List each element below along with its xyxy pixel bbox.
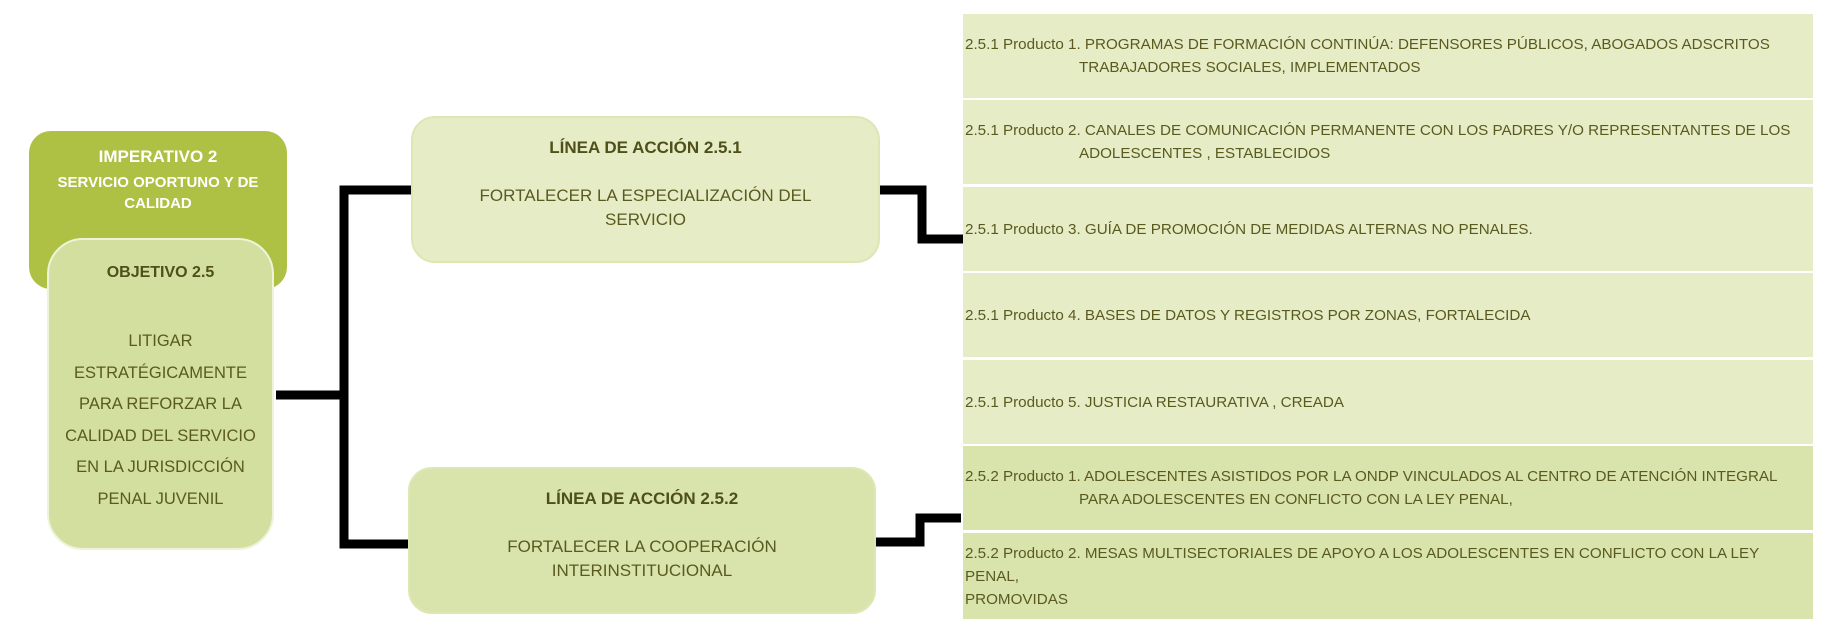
product-2-5-1-3: 2.5.1 Producto 3. GUÍA DE PROMOCIÓN DE M… bbox=[963, 187, 1813, 271]
linea-title: LÍNEA DE ACCIÓN 2.5.1 bbox=[549, 138, 742, 157]
product-line1: 2.5.1 Producto 4. BASES DE DATOS Y REGIS… bbox=[965, 306, 1531, 324]
product-line1: 2.5.1 Producto 5. JUSTICIA RESTAURATIVA … bbox=[965, 393, 1344, 411]
product-2-5-2-2: 2.5.2 Producto 2. MESAS MULTISECTORIALES… bbox=[963, 533, 1813, 619]
imperativo-title: IMPERATIVO 2 bbox=[98, 147, 218, 166]
product-line2: PROMOVIDAS bbox=[965, 590, 1068, 608]
product-line2: ADOLESCENTES , ESTABLECIDOS bbox=[1079, 145, 1331, 162]
linea-text: FORTALECER LA ESPECIALIZACIÓN DEL SERVIC… bbox=[479, 186, 812, 229]
objetivo-text: LITIGAR ESTRATÉGICAMENTE PARA REFORZAR L… bbox=[65, 332, 256, 508]
objetivo-box: OBJETIVO 2.5 LITIGAR ESTRATÉGICAMENTE PA… bbox=[47, 238, 274, 550]
product-2-5-1-2: 2.5.1 Producto 2. CANALES DE COMUNICACIÓ… bbox=[963, 100, 1813, 184]
linea-accion-2-5-2: LÍNEA DE ACCIÓN 2.5.2 FORTALECER LA COOP… bbox=[408, 467, 876, 614]
product-line2: PARA ADOLESCENTES EN CONFLICTO CON LA LE… bbox=[1079, 491, 1513, 508]
connector-linea1-to-products bbox=[880, 185, 963, 244]
product-2-5-1-1: 2.5.1 Producto 1. PROGRAMAS DE FORMACIÓN… bbox=[963, 14, 1813, 98]
linea-text: FORTALECER LA COOPERACIÓN INTERINSTITUCI… bbox=[507, 537, 777, 580]
product-line1: 2.5.2 Producto 1. ADOLESCENTES ASISTIDOS… bbox=[965, 468, 1778, 485]
connector-linea2-to-products bbox=[876, 513, 961, 547]
product-2-5-1-5: 2.5.1 Producto 5. JUSTICIA RESTAURATIVA … bbox=[963, 360, 1813, 444]
product-line1: 2.5.1 Producto 1. PROGRAMAS DE FORMACIÓN… bbox=[965, 36, 1770, 53]
product-2-5-2-1: 2.5.2 Producto 1. ADOLESCENTES ASISTIDOS… bbox=[963, 446, 1813, 530]
product-line2: TRABAJADORES SOCIALES, IMPLEMENTADOS bbox=[1079, 59, 1421, 76]
connector-trunk bbox=[339, 185, 411, 549]
linea-title: LÍNEA DE ACCIÓN 2.5.2 bbox=[545, 489, 739, 508]
imperativo-subtitle: SERVICIO OPORTUNO Y DE CALIDAD bbox=[57, 174, 259, 212]
objetivo-title: OBJETIVO 2.5 bbox=[106, 264, 215, 281]
product-line1: 2.5.2 Producto 2. MESAS MULTISECTORIALES… bbox=[965, 544, 1759, 585]
linea-accion-2-5-1: LÍNEA DE ACCIÓN 2.5.1 FORTALECER LA ESPE… bbox=[411, 116, 880, 263]
product-line1: 2.5.1 Producto 2. CANALES DE COMUNICACIÓ… bbox=[965, 122, 1791, 139]
product-line1: 2.5.1 Producto 3. GUÍA DE PROMOCIÓN DE M… bbox=[965, 220, 1533, 238]
product-2-5-1-4: 2.5.1 Producto 4. BASES DE DATOS Y REGIS… bbox=[963, 273, 1813, 357]
